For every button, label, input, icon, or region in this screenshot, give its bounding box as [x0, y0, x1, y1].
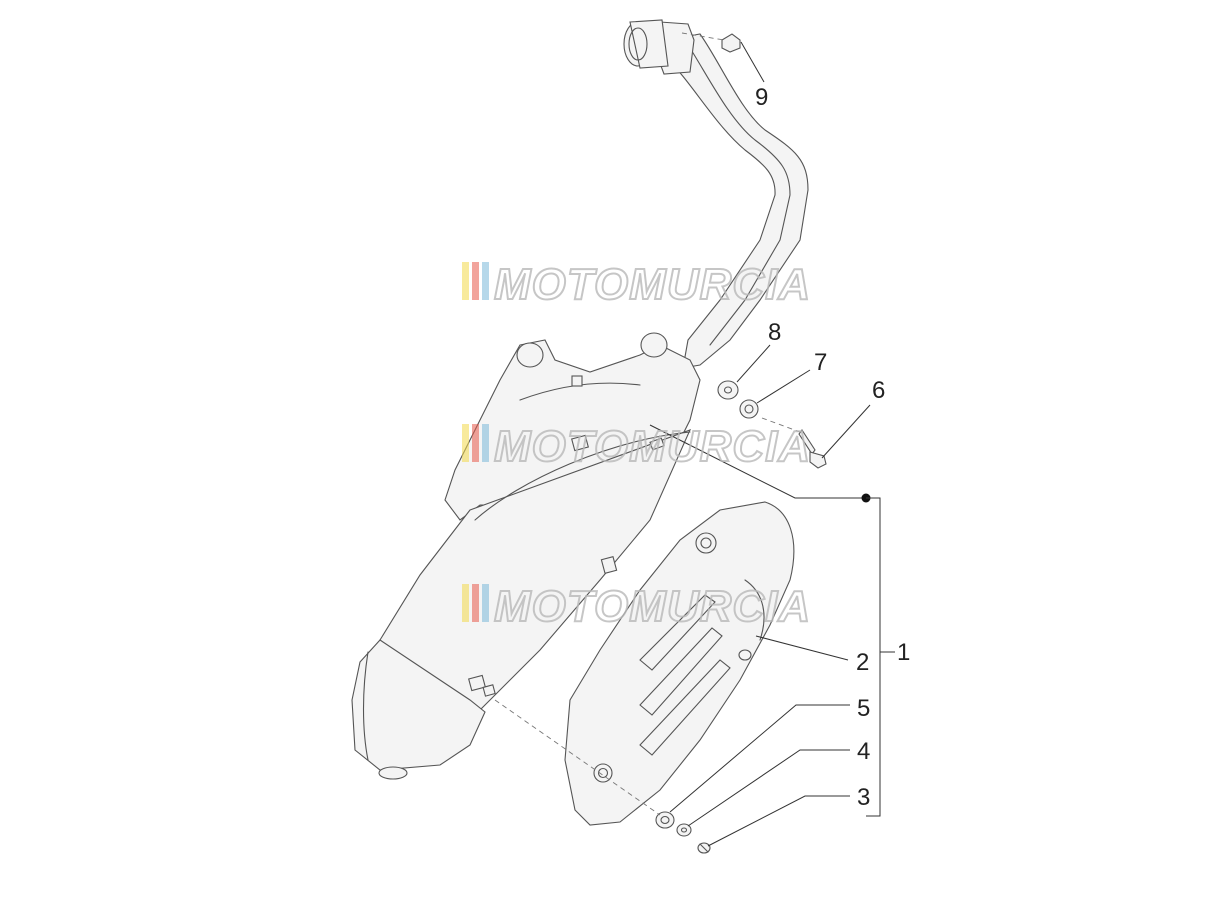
watermark-stripe-blue: [482, 584, 489, 622]
callout-2: 2: [856, 649, 869, 676]
washer-part-4: [676, 823, 692, 837]
screw-part-3: [697, 842, 711, 854]
callout-5: 5: [857, 695, 870, 722]
watermark-text: MOTOMURCIA: [494, 260, 811, 309]
watermark-text: MOTOMURCIA: [494, 582, 811, 631]
watermark-stripe-blue: [482, 424, 489, 462]
exhaust-header-pipe: [623, 19, 809, 369]
watermark-stripe-red: [472, 584, 479, 622]
nut-part-7: [739, 399, 759, 419]
callout-8: 8: [768, 319, 781, 346]
watermark-stripe-red: [472, 424, 479, 462]
callout-7: 7: [814, 349, 827, 376]
heat-shield: [564, 501, 795, 826]
watermark-middle: MOTOMURCIA: [462, 421, 811, 472]
callout-6: 6: [872, 377, 885, 404]
washer-part-8: [717, 380, 739, 400]
callout-9: 9: [755, 84, 768, 111]
watermark-stripe-yellow: [462, 584, 469, 622]
watermark-text: MOTOMURCIA: [494, 422, 811, 471]
watermark-bottom: MOTOMURCIA: [462, 581, 811, 632]
watermark-stripe-red: [472, 262, 479, 300]
callout-1: 1: [897, 639, 910, 666]
bolt-part-6: [798, 429, 827, 469]
watermark-top: MOTOMURCIA: [462, 259, 811, 310]
muffler-body: [351, 332, 701, 780]
callout-4: 4: [857, 738, 870, 765]
callout-3: 3: [857, 784, 870, 811]
watermark-stripe-blue: [482, 262, 489, 300]
leader-lines: [649, 41, 895, 847]
watermark-stripe-yellow: [462, 424, 469, 462]
watermark-stripe-yellow: [462, 262, 469, 300]
rubber-part-5: [655, 811, 675, 829]
nut-part-9: [721, 33, 741, 53]
